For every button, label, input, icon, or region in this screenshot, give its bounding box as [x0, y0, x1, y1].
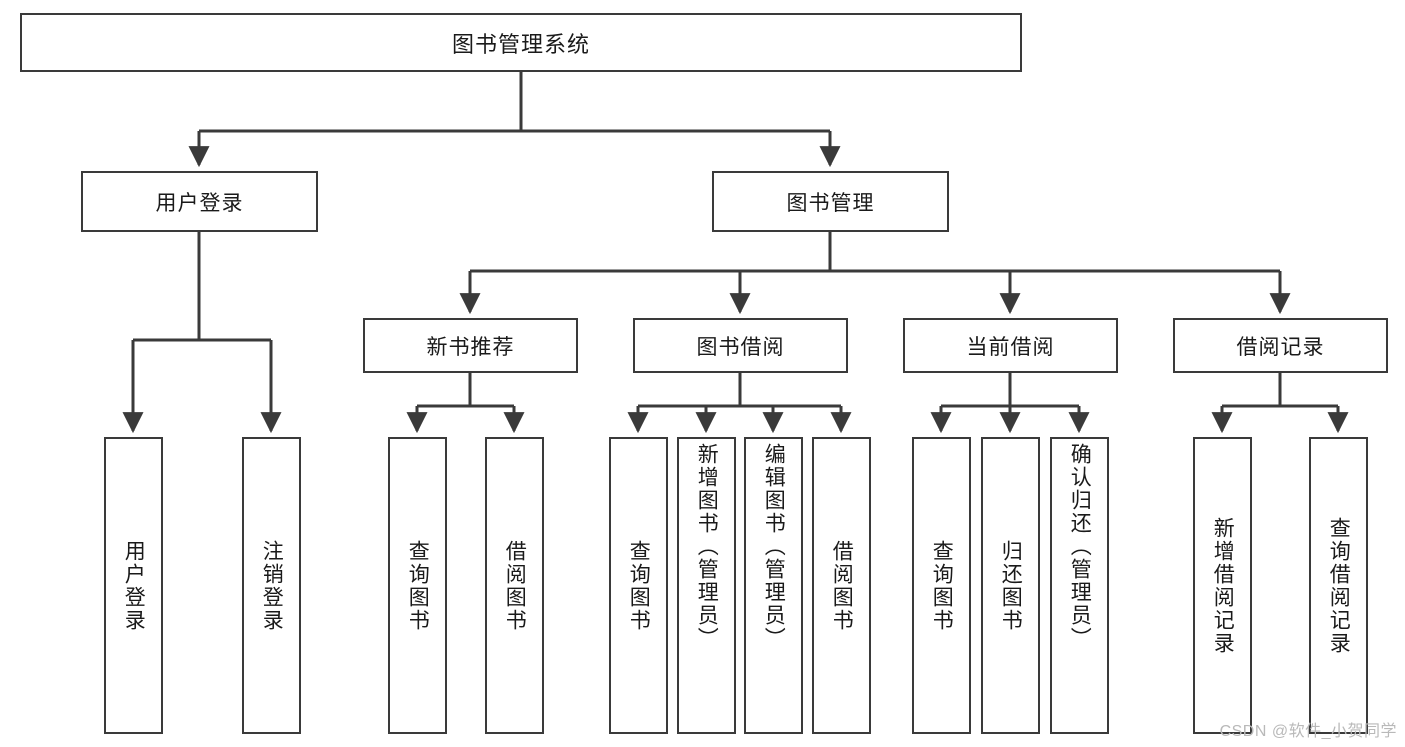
leaf-book-borrow-4-label: 借阅图书 — [830, 539, 854, 632]
node-borrow-record-label: 借阅记录 — [1236, 335, 1325, 359]
leaf-book-borrow-2[interactable]: 新增图书（管理员） — [677, 437, 736, 734]
leaf-borrow-record-2-label: 查询借阅记录 — [1327, 516, 1351, 655]
leaf-current-borrow-1-label: 查询图书 — [930, 539, 954, 632]
leaf-borrow-record-1-label: 新增借阅记录 — [1211, 516, 1235, 655]
leaf-current-borrow-3[interactable]: 确认归还（管理员） — [1050, 437, 1109, 734]
node-new-book-recommend-label: 新书推荐 — [426, 335, 515, 359]
leaf-current-borrow-1[interactable]: 查询图书 — [912, 437, 971, 734]
leaf-book-borrow-1[interactable]: 查询图书 — [609, 437, 668, 734]
node-book-borrow[interactable]: 图书借阅 — [633, 318, 848, 373]
leaf-book-borrow-3[interactable]: 编辑图书（管理员） — [744, 437, 803, 734]
node-new-book-recommend[interactable]: 新书推荐 — [363, 318, 578, 373]
leaf-user-login-2-label: 注销登录 — [260, 539, 284, 632]
node-current-borrow[interactable]: 当前借阅 — [903, 318, 1118, 373]
leaf-current-borrow-2[interactable]: 归还图书 — [981, 437, 1040, 734]
node-borrow-record[interactable]: 借阅记录 — [1173, 318, 1388, 373]
leaf-book-borrow-4[interactable]: 借阅图书 — [812, 437, 871, 734]
node-root-label: 图书管理系统 — [451, 31, 590, 57]
node-book-borrow-label: 图书借阅 — [696, 335, 785, 359]
leaf-new-book-1-label: 查询图书 — [406, 539, 430, 632]
watermark-text: CSDN @软件_小贺同学 — [1219, 723, 1397, 740]
node-user-login[interactable]: 用户登录 — [81, 171, 318, 232]
leaf-current-borrow-2-label: 归还图书 — [999, 539, 1023, 632]
leaf-new-book-2[interactable]: 借阅图书 — [485, 437, 544, 734]
node-current-borrow-label: 当前借阅 — [966, 335, 1055, 359]
leaf-new-book-2-label: 借阅图书 — [503, 539, 527, 632]
leaf-book-borrow-3-label: 编辑图书（管理员） — [762, 443, 786, 650]
leaf-borrow-record-1[interactable]: 新增借阅记录 — [1193, 437, 1252, 734]
leaf-book-borrow-2-label: 新增图书（管理员） — [695, 443, 719, 650]
node-root[interactable]: 图书管理系统 — [20, 13, 1022, 72]
leaf-borrow-record-2[interactable]: 查询借阅记录 — [1309, 437, 1368, 734]
node-book-manage-label: 图书管理 — [786, 191, 875, 215]
leaf-current-borrow-3-label: 确认归还（管理员） — [1068, 443, 1092, 650]
node-book-manage[interactable]: 图书管理 — [712, 171, 949, 232]
leaf-new-book-1[interactable]: 查询图书 — [388, 437, 447, 734]
leaf-user-login-1[interactable]: 用户登录 — [104, 437, 163, 734]
leaf-user-login-1-label: 用户登录 — [122, 539, 146, 632]
node-user-login-label: 用户登录 — [155, 191, 244, 215]
leaf-book-borrow-1-label: 查询图书 — [627, 539, 651, 632]
leaf-user-login-2[interactable]: 注销登录 — [242, 437, 301, 734]
